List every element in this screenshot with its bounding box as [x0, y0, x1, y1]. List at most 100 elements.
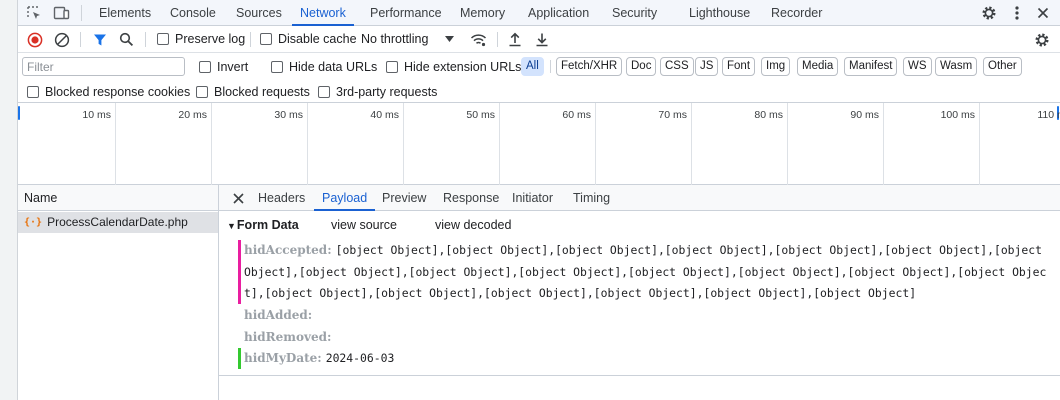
- overview-tick-label: 90 ms: [850, 109, 879, 121]
- tab-performance[interactable]: Performance: [370, 6, 442, 20]
- type-filter-js[interactable]: JS: [695, 57, 719, 76]
- form-param-hidadded: hidAdded:: [244, 305, 316, 327]
- search-icon[interactable]: [118, 31, 135, 48]
- view-source-link[interactable]: view source: [331, 218, 397, 232]
- toolbar-separator: [80, 32, 81, 47]
- blocked-requests-label: Blocked requests: [214, 85, 310, 99]
- tab-response[interactable]: Response: [443, 191, 500, 205]
- checkbox-box: [157, 33, 169, 45]
- tab-console[interactable]: Console: [170, 6, 216, 20]
- blocked-response-cookies-label: Blocked response cookies: [45, 85, 191, 99]
- close-detail-icon[interactable]: [229, 188, 247, 208]
- overview-grid-line: [979, 103, 980, 185]
- type-filter-media[interactable]: Media: [797, 57, 839, 76]
- form-data-title: Form Data: [236, 218, 299, 232]
- overview-tick-label: 40 ms: [370, 109, 399, 121]
- devtools-tabbar: Elements Console Sources Network Perform…: [18, 0, 1060, 26]
- overview-left-handle[interactable]: [18, 106, 20, 120]
- tab-application[interactable]: Application: [528, 6, 590, 20]
- overview-tick-label: 10 ms: [82, 109, 111, 121]
- overview-right-handle[interactable]: [1057, 106, 1059, 120]
- invert-label: Invert: [217, 60, 249, 74]
- tab-headers[interactable]: Headers: [258, 191, 306, 205]
- param-key: hidMyDate:: [244, 351, 322, 365]
- more-options-icon[interactable]: [1008, 4, 1026, 22]
- type-filter-other[interactable]: Other: [983, 57, 1022, 76]
- network-conditions-wifi-icon[interactable]: [469, 31, 487, 48]
- type-filter-font[interactable]: Font: [722, 57, 756, 76]
- tab-payload[interactable]: Payload: [313, 185, 376, 211]
- tab-security[interactable]: Security: [612, 6, 658, 20]
- third-party-requests-checkbox[interactable]: 3rd-party requests: [318, 85, 437, 99]
- record-stop-icon[interactable]: [26, 31, 43, 48]
- expand-triangle-icon: ▼: [227, 221, 236, 231]
- type-filter-doc[interactable]: Doc: [626, 57, 657, 76]
- view-decoded-link[interactable]: view decoded: [435, 218, 512, 232]
- overview-grid-line: [211, 103, 212, 185]
- payload-view: ▼Form Data view source view decoded hidA…: [219, 212, 1060, 376]
- left-edge-strip: [0, 0, 18, 400]
- hide-extension-urls-checkbox[interactable]: Hide extension URLs: [386, 60, 521, 74]
- tab-sources[interactable]: Sources: [236, 6, 282, 20]
- checkbox-box: [271, 61, 283, 73]
- type-filter-all[interactable]: All: [521, 57, 544, 76]
- tab-recorder[interactable]: Recorder: [771, 6, 823, 20]
- type-filter-wasm[interactable]: Wasm: [935, 57, 978, 76]
- devtools-window: Elements Console Sources Network Perform…: [18, 0, 1060, 400]
- tabbar-separator: [81, 5, 82, 21]
- detail-tabbar: Headers Payload Preview Response Initiat…: [219, 185, 1060, 211]
- param-key: hidRemoved:: [244, 330, 332, 344]
- form-data-header[interactable]: ▼Form Data: [227, 218, 299, 232]
- type-filter-css[interactable]: CSS: [660, 57, 694, 76]
- invert-checkbox[interactable]: Invert: [199, 60, 248, 74]
- hide-data-urls-checkbox[interactable]: Hide data URLs: [271, 60, 377, 74]
- tab-memory[interactable]: Memory: [460, 6, 506, 20]
- tab-lighthouse[interactable]: Lighthouse: [689, 6, 751, 20]
- name-column-header[interactable]: Name: [18, 185, 218, 211]
- param-value: 2024-06-03: [325, 351, 395, 365]
- throttling-select[interactable]: No throttling: [361, 32, 428, 46]
- request-row[interactable]: {·} ProcessCalendarDate.php: [18, 212, 218, 233]
- settings-gear-icon[interactable]: [980, 4, 998, 22]
- blocked-requests-checkbox[interactable]: Blocked requests: [196, 85, 310, 99]
- param-key: hidAccepted:: [244, 243, 332, 257]
- checkbox-box: [386, 61, 398, 73]
- tab-preview[interactable]: Preview: [382, 191, 427, 205]
- new-value-marker: [238, 348, 241, 369]
- checkbox-box: [318, 86, 330, 98]
- third-party-requests-label: 3rd-party requests: [336, 85, 438, 99]
- inspect-element-icon[interactable]: [25, 4, 43, 22]
- throttling-dropdown-icon[interactable]: [443, 32, 455, 46]
- toolbar-separator: [550, 60, 551, 73]
- xhr-file-icon: {·}: [24, 217, 43, 228]
- changed-value-marker: [238, 240, 241, 304]
- type-filter-fetch-xhr[interactable]: Fetch/XHR: [556, 57, 623, 76]
- type-filter-img[interactable]: Img: [761, 57, 791, 76]
- overview-tick-label: 20 ms: [178, 109, 207, 121]
- disable-cache-checkbox[interactable]: Disable cache: [260, 32, 357, 46]
- tab-network[interactable]: Network: [292, 0, 354, 26]
- disable-cache-label: Disable cache: [278, 32, 357, 46]
- filter-funnel-icon[interactable]: [91, 31, 108, 48]
- preserve-log-checkbox[interactable]: Preserve log: [157, 32, 245, 46]
- param-value: [object Object],[object Object],[object …: [244, 243, 1047, 300]
- tab-elements[interactable]: Elements: [99, 6, 152, 20]
- tab-initiator[interactable]: Initiator: [512, 191, 553, 205]
- tab-timing[interactable]: Timing: [573, 191, 611, 205]
- filter-input[interactable]: [22, 57, 185, 76]
- network-settings-gear-icon[interactable]: [1033, 31, 1050, 48]
- import-har-upload-icon[interactable]: [506, 31, 523, 48]
- device-toolbar-icon[interactable]: [52, 4, 70, 22]
- blocked-response-cookies-checkbox[interactable]: Blocked response cookies: [27, 85, 190, 99]
- overview-tick-label: 100 ms: [940, 109, 975, 121]
- overview-grid-line: [403, 103, 404, 185]
- type-filter-manifest[interactable]: Manifest: [844, 57, 898, 76]
- overview-grid-line: [115, 103, 116, 185]
- clear-icon[interactable]: [53, 31, 70, 48]
- close-devtools-icon[interactable]: [1034, 4, 1052, 22]
- overview-grid-line: [499, 103, 500, 185]
- type-filter-ws[interactable]: WS: [903, 57, 932, 76]
- checkbox-box: [260, 33, 272, 45]
- export-har-download-icon[interactable]: [533, 31, 550, 48]
